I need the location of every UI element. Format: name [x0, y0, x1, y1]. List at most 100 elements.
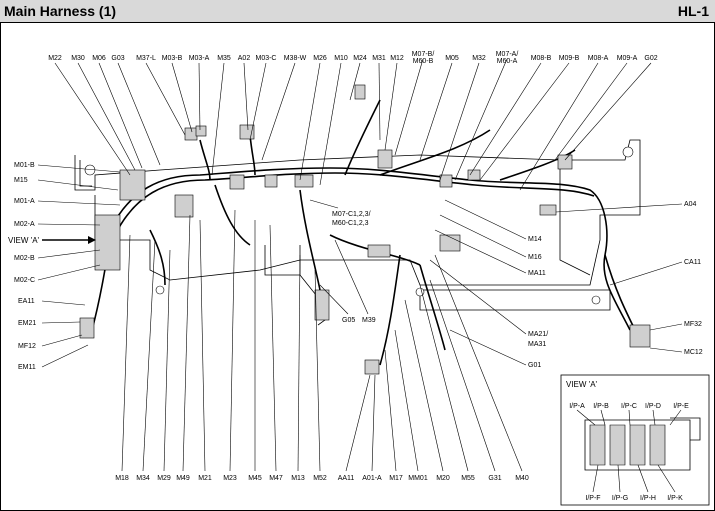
top-label-m22: M22	[48, 55, 62, 62]
leader-line	[419, 284, 469, 472]
left-label-mf12: MF12	[18, 343, 36, 350]
leader-line	[314, 269, 321, 472]
leader-line	[434, 254, 523, 472]
bottom-label-m55: M55	[461, 475, 475, 482]
leader-line	[592, 464, 599, 493]
leader-line	[37, 164, 121, 173]
bottom-label-m21: M21	[198, 475, 212, 482]
top-label-m07-b-: M07-B/	[412, 51, 435, 58]
top-label-m10: M10	[334, 55, 348, 62]
top-label-m26: M26	[313, 55, 327, 62]
leader-line	[41, 321, 81, 324]
leader-line	[384, 349, 397, 472]
leader-line	[649, 347, 683, 353]
right-label-ma31: MA31	[528, 341, 546, 348]
top-label-m03-a: M03-A	[189, 55, 210, 62]
bottom-label-m18: M18	[115, 475, 129, 482]
bottom-label-m34: M34	[136, 475, 150, 482]
inset-bottom-label-i-p-g: I/P-G	[612, 495, 628, 502]
inset-title: VIEW 'A'	[566, 380, 598, 389]
leader-line	[444, 199, 527, 240]
top-label-m06: M06	[92, 55, 106, 62]
bottom-label-m40: M40	[515, 475, 529, 482]
leader-line	[171, 62, 193, 133]
leader-line	[404, 299, 444, 472]
leader-line	[419, 62, 453, 161]
right-label-ma11: MA11	[528, 270, 546, 277]
leader-line	[198, 62, 201, 131]
leader-line	[429, 259, 527, 335]
leader-line	[519, 62, 599, 191]
inset-bottom-label-i-p-k: I/P-K	[667, 495, 683, 502]
left-label-m15: M15	[14, 177, 28, 184]
leader-line	[434, 229, 527, 274]
center-label-m39: M39	[362, 317, 376, 324]
leader-line	[628, 409, 631, 426]
leader-line	[394, 329, 419, 472]
leader-line	[600, 409, 606, 426]
bottom-label-g31: G31	[488, 475, 501, 482]
leader-line	[555, 203, 683, 213]
leader-line	[449, 329, 527, 366]
leader-line	[371, 374, 376, 472]
top-label-m12: M12	[390, 55, 404, 62]
right-label-a04: A04	[684, 201, 697, 208]
leader-line	[429, 279, 496, 472]
leader-line	[54, 62, 131, 176]
bottom-label-m47: M47	[269, 475, 283, 482]
leader-lines	[37, 58, 683, 472]
leader-line	[617, 464, 621, 493]
bottom-label-a01-a: A01-A	[362, 475, 382, 482]
leader-line	[37, 223, 101, 226]
leader-line	[669, 409, 682, 426]
leader-line	[297, 254, 301, 472]
leader-line	[657, 464, 676, 493]
leader-line	[319, 62, 342, 186]
top-label-m05: M05	[445, 55, 459, 62]
left-label-m02-b: M02-B	[14, 255, 35, 262]
leader-line	[229, 209, 236, 472]
bottom-label-m17: M17	[389, 475, 403, 482]
left-label-m01-b: M01-B	[14, 162, 35, 169]
top-label-m03-c: M03-C	[255, 55, 276, 62]
bottom-label-mm01: MM01	[408, 475, 428, 482]
top-label-m31: M31	[372, 55, 386, 62]
right-label-ma21-: MA21/	[528, 331, 548, 338]
leader-line	[334, 239, 369, 315]
center-label-g05: G05	[342, 317, 355, 324]
top-label-m24: M24	[353, 55, 367, 62]
top-label-m08-b: M08-B	[531, 55, 552, 62]
left-label-m02-a: M02-A	[14, 221, 35, 228]
right-label-ca11: CA11	[684, 259, 701, 266]
leader-line	[454, 58, 508, 181]
leader-line	[182, 214, 191, 472]
top-label-m09-b: M09-B	[559, 55, 580, 62]
center-label-m07-c1-2-3-: M07-C1,2,3/	[332, 211, 371, 218]
bottom-label-m45: M45	[248, 475, 262, 482]
title-bar: Main Harness (1) HL-1	[0, 0, 715, 23]
bottom-label-m52: M52	[313, 475, 327, 482]
leader-line	[439, 62, 480, 181]
top-label-m09-a: M09-A	[617, 55, 638, 62]
top-label-m37-l: M37-L	[136, 55, 156, 62]
leader-line	[249, 62, 267, 141]
inset-bottom-label-i-p-h: I/P-H	[640, 495, 656, 502]
leader-line	[37, 264, 101, 281]
leader-line	[349, 62, 361, 101]
leader-line	[37, 179, 119, 191]
top-label-a02: A02	[238, 55, 251, 62]
top-label-g02: G02	[644, 55, 657, 62]
left-label-ea11: EA11	[18, 298, 35, 305]
center-label-m60-c1-2-3: M60-C1,2,3	[332, 220, 369, 227]
bottom-label-m20: M20	[436, 475, 450, 482]
bottom-label-m23: M23	[223, 475, 237, 482]
leader-line	[98, 62, 143, 169]
leader-line	[269, 224, 277, 472]
leader-line	[319, 284, 349, 315]
right-label-m16: M16	[528, 254, 542, 261]
leader-line	[345, 374, 371, 472]
right-label-g01: G01	[528, 362, 541, 369]
leader-line	[243, 62, 249, 131]
